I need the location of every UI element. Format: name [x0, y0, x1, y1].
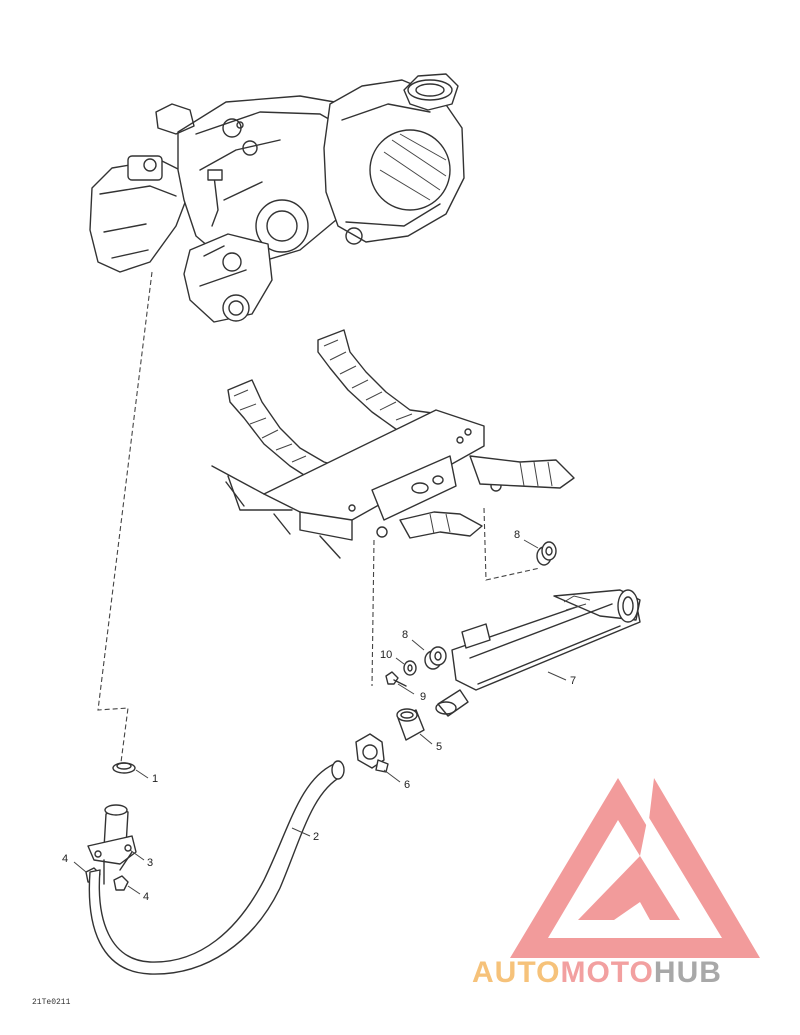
callout-8-lower: 8	[402, 629, 408, 641]
watermark-triangle-inner	[578, 856, 680, 920]
grommet-8-lower	[424, 646, 447, 670]
watermark-hub: HUB	[654, 956, 722, 989]
callout-1: 1	[152, 773, 158, 785]
automotohub-watermark: AUTOMOTOHUB	[472, 778, 760, 989]
callout-7: 7	[570, 675, 576, 687]
callout-8-upper: 8	[514, 529, 520, 541]
callout-2: 2	[313, 831, 319, 843]
washer-10	[403, 660, 417, 676]
callout-3: 3	[147, 857, 153, 869]
chassis-frame	[211, 329, 575, 559]
ring-1	[112, 762, 136, 774]
clamp-6	[355, 733, 389, 773]
watermark-moto: MOTO	[560, 956, 653, 989]
exhaust-hose-2	[88, 760, 345, 975]
figure-reference-code: 21Te0211	[32, 998, 71, 1007]
sleeve-5	[396, 708, 425, 741]
bolt-9	[385, 671, 407, 687]
callout-5: 5	[436, 741, 442, 753]
muffler	[435, 589, 641, 717]
callout-4-right: 4	[143, 891, 149, 903]
nut-4-right	[113, 875, 129, 891]
watermark-auto: AUTO	[472, 956, 560, 989]
grommet-8-upper	[536, 541, 557, 566]
callout-leaders	[73, 539, 567, 895]
callout-9: 9	[420, 691, 426, 703]
callout-6: 6	[404, 779, 410, 791]
callout-10: 10	[380, 649, 392, 661]
engine-assembly	[89, 73, 465, 323]
callout-4-left: 4	[62, 853, 68, 865]
svg-text:AUTOMOTOHUB: AUTOMOTOHUB	[472, 956, 722, 989]
outlet-fitting-3	[87, 804, 137, 885]
watermark-triangle-logo	[510, 778, 760, 958]
leader-lines	[97, 271, 541, 771]
callout-labels: 1 2 3 4 4 5 6 7 8 8 9 10	[62, 529, 576, 903]
